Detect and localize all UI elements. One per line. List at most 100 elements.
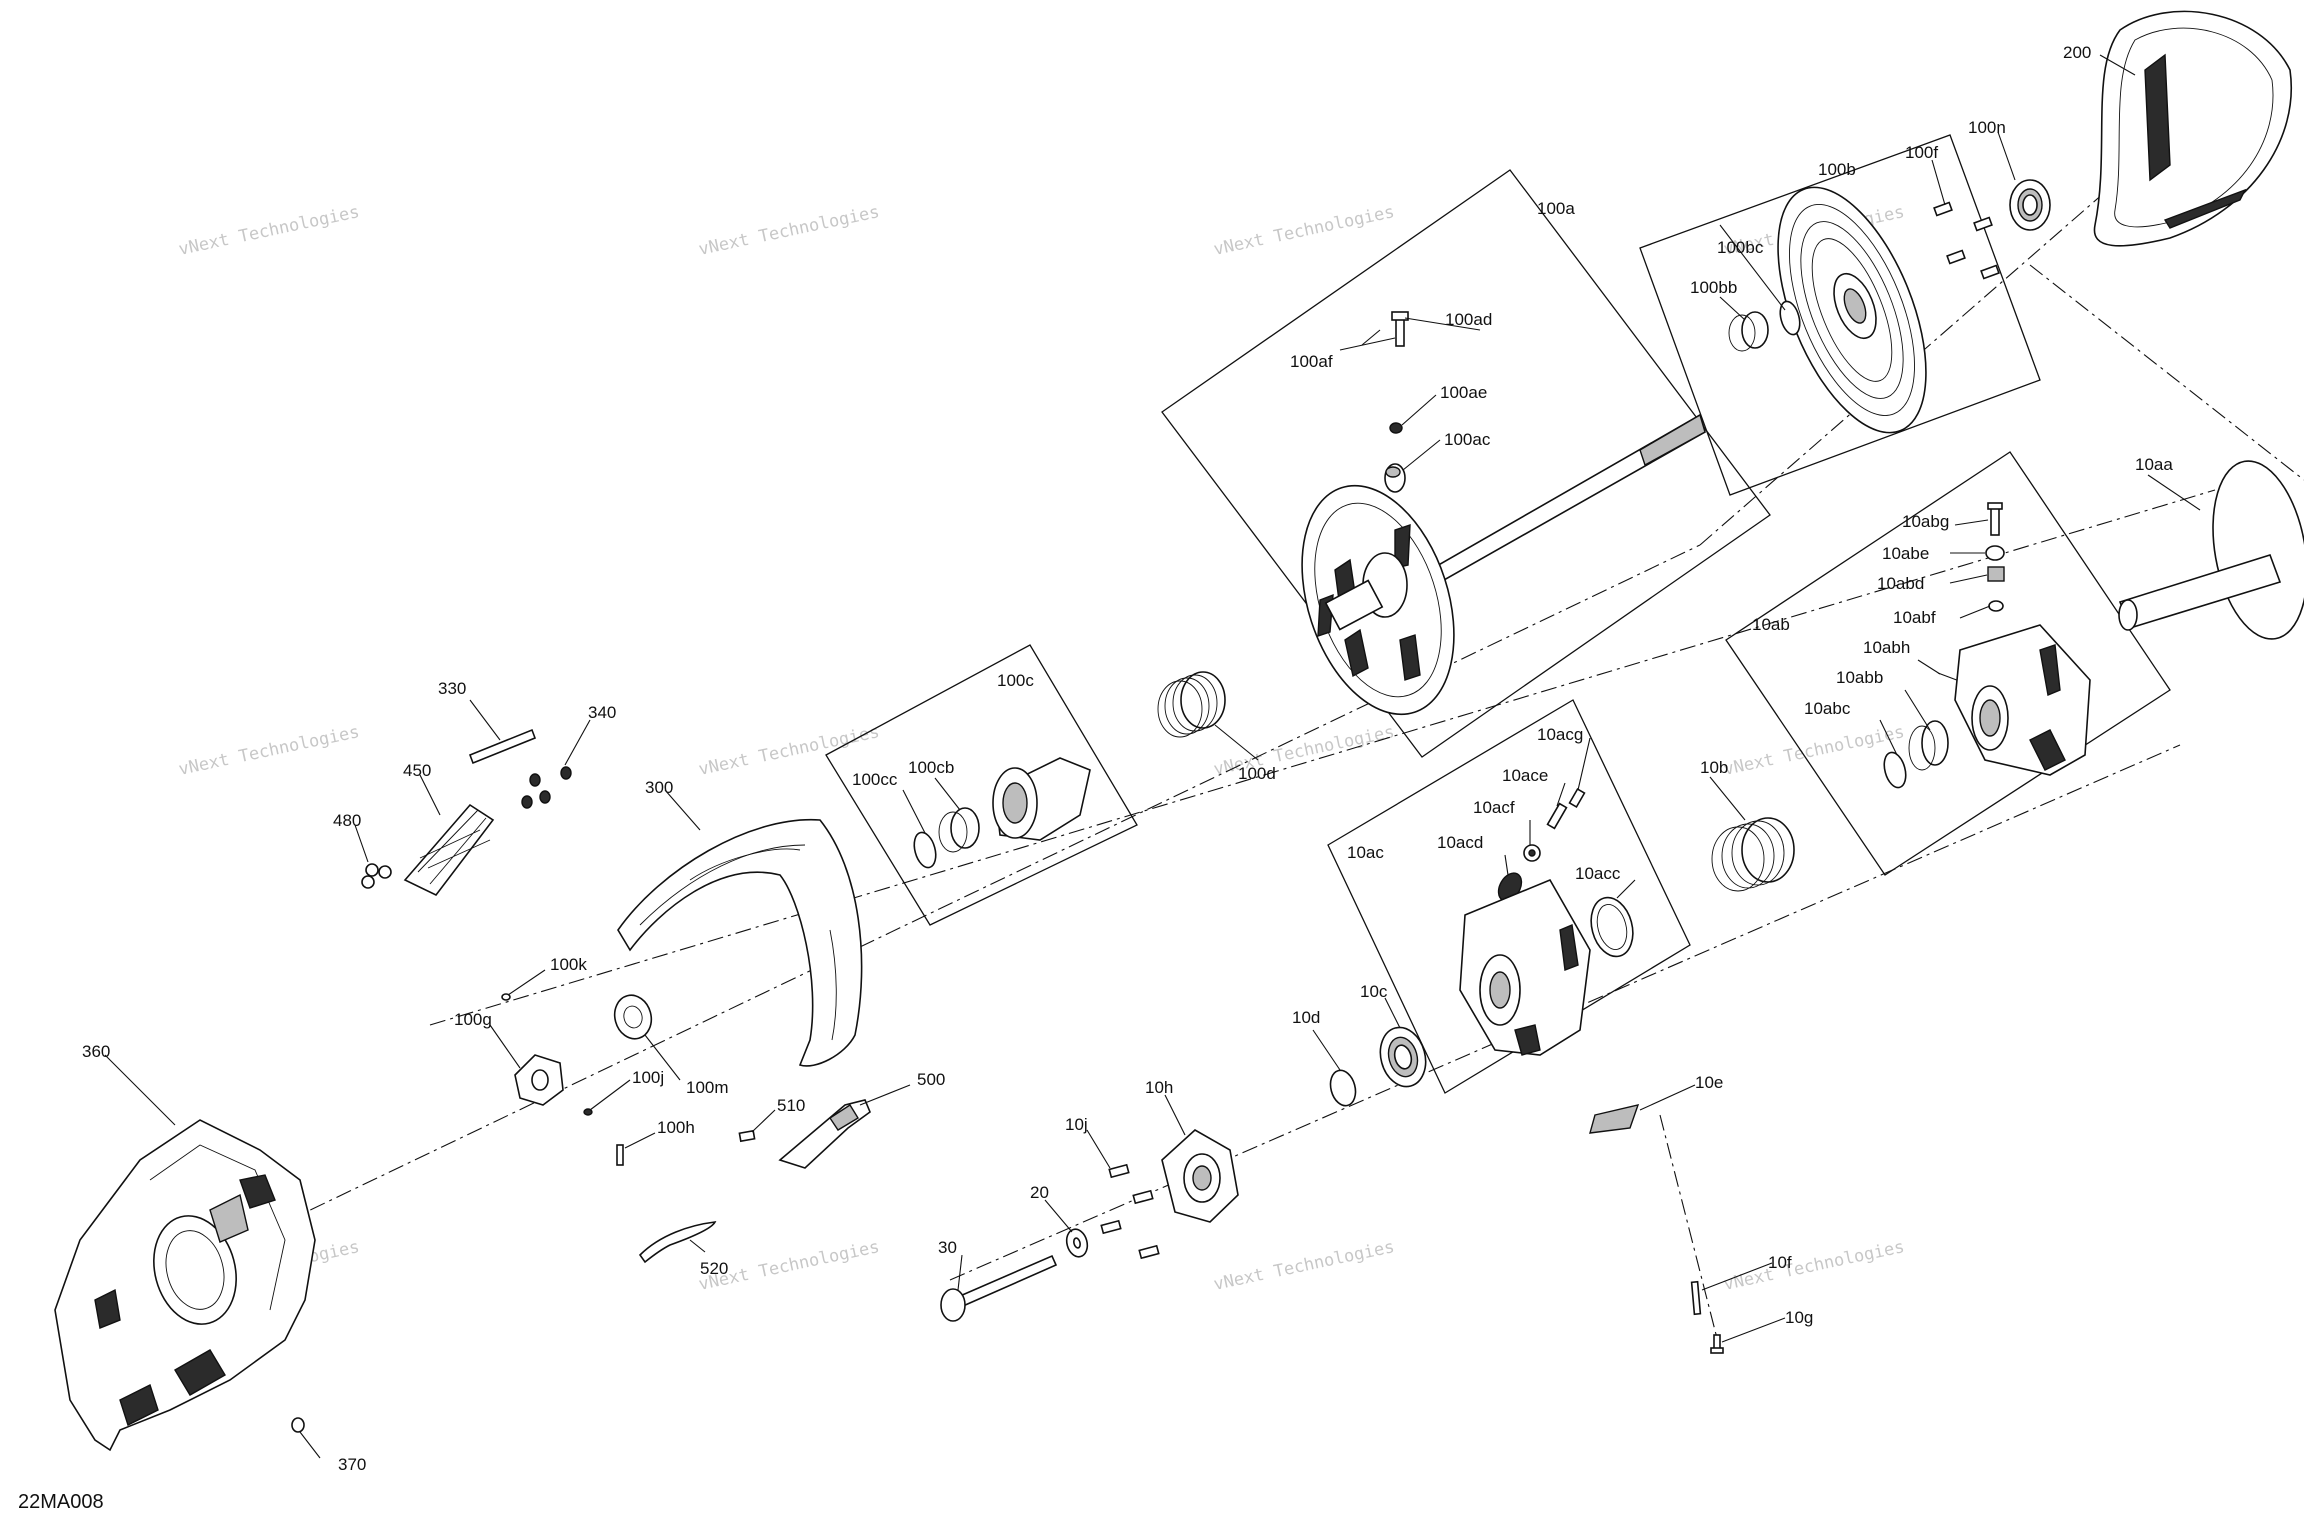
bushing-100cb xyxy=(938,807,980,853)
box-100b xyxy=(1639,134,2041,496)
callout-480: 480 xyxy=(333,811,361,830)
callout-100cb: 100cb xyxy=(908,758,954,777)
watermark-text: vNext Technologies xyxy=(1722,1237,1906,1295)
screws-10j xyxy=(1100,1163,1160,1260)
watermark-text: vNext Technologies xyxy=(1212,202,1396,260)
callout-10aa: 10aa xyxy=(2135,455,2173,474)
drive-belt xyxy=(2093,10,2292,247)
pin-10f xyxy=(1690,1280,1702,1316)
driven-pulley-100a xyxy=(1301,484,1455,716)
washer-100j xyxy=(583,1108,593,1116)
callout-10f: 10f xyxy=(1768,1253,1792,1272)
callout-100ad: 100ad xyxy=(1445,310,1492,329)
retainer-100g xyxy=(514,1054,564,1106)
clip-370 xyxy=(291,1417,305,1433)
slider-10e xyxy=(1589,1104,1640,1134)
callout-10acf: 10acf xyxy=(1473,798,1515,817)
callout-100j: 100j xyxy=(632,1068,664,1087)
callout-100g: 100g xyxy=(454,1010,492,1029)
roller-100ac xyxy=(1384,463,1406,493)
bolt-10abg xyxy=(1987,502,2003,536)
callout-10acc: 10acc xyxy=(1575,864,1621,883)
block-10abd xyxy=(1987,566,2005,582)
bearing-10c xyxy=(1379,1026,1427,1088)
callout-510: 510 xyxy=(777,1096,805,1115)
watermark-text: vNext Technologies xyxy=(697,202,881,260)
cam-100c xyxy=(992,757,1091,841)
pin-100af xyxy=(1339,337,1396,351)
callout-100d: 100d xyxy=(1238,764,1276,783)
callout-100f: 100f xyxy=(1905,143,1938,162)
sheave-10ac xyxy=(1459,878,1591,1056)
callout-450: 450 xyxy=(403,761,431,780)
callout-30: 30 xyxy=(938,1238,957,1257)
callout-100cc: 100cc xyxy=(852,770,898,789)
callout-10abh: 10abh xyxy=(1863,638,1910,657)
bushing-10abb xyxy=(1908,720,1949,771)
clip-520 xyxy=(638,1221,717,1264)
callout-370: 370 xyxy=(338,1455,366,1474)
callout-10abg: 10abg xyxy=(1902,512,1949,531)
callout-10h: 10h xyxy=(1145,1078,1173,1097)
callout-100a: 100a xyxy=(1537,199,1575,218)
bracket-330 xyxy=(468,728,537,765)
callout-10ace: 10ace xyxy=(1502,766,1548,785)
leader-lines xyxy=(104,54,2201,1459)
figure-id: 22MA008 xyxy=(18,1491,104,1513)
bearing-100n xyxy=(2009,179,2051,231)
housing-360 xyxy=(54,1119,316,1452)
ring-10d xyxy=(1329,1069,1357,1107)
bracket-500 xyxy=(778,1099,871,1169)
spring-pin-10ace xyxy=(1546,802,1568,830)
bolt-30 xyxy=(940,1254,1058,1322)
screws-480 xyxy=(361,863,392,889)
pin-100k xyxy=(501,993,511,1001)
screws-100f xyxy=(1933,201,2000,280)
callout-10e: 10e xyxy=(1695,1073,1723,1092)
callout-10abb: 10abb xyxy=(1836,668,1883,687)
box-10ab xyxy=(1725,451,2171,876)
callout-10c: 10c xyxy=(1360,982,1388,1001)
callout-300: 300 xyxy=(645,778,673,797)
callout-10abc: 10abc xyxy=(1804,699,1851,718)
callout-10acg: 10acg xyxy=(1537,725,1583,744)
fixed-half-10aa xyxy=(2118,460,2304,640)
callout-100af: 100af xyxy=(1290,352,1333,371)
watermark-layer: vNext Technologies vNext Technologies vN… xyxy=(177,202,1906,1295)
callout-340: 340 xyxy=(588,703,616,722)
spider-10ab xyxy=(1954,624,2091,776)
callout-10g: 10g xyxy=(1785,1308,1813,1327)
callout-100b: 100b xyxy=(1818,160,1856,179)
callout-10abe: 10abe xyxy=(1882,544,1929,563)
screw-510 xyxy=(738,1129,756,1143)
watermark-text: vNext Technologies xyxy=(177,722,361,780)
box-10ac xyxy=(1327,699,1691,1094)
fixed-sheave-100b xyxy=(1777,186,1927,434)
callout-10b: 10b xyxy=(1700,758,1728,777)
callout-10ac: 10ac xyxy=(1347,843,1384,862)
washer-10abf xyxy=(1988,600,2004,612)
callout-100n: 100n xyxy=(1968,118,2006,137)
box-100c xyxy=(825,644,1138,926)
callout-100k: 100k xyxy=(550,955,587,974)
callout-10ab: 10ab xyxy=(1752,615,1790,634)
callout-100m: 100m xyxy=(686,1078,729,1097)
callout-10abf: 10abf xyxy=(1893,608,1936,627)
callout-500: 500 xyxy=(917,1070,945,1089)
callout-10abd: 10abd xyxy=(1877,574,1924,593)
callout-10j: 10j xyxy=(1065,1115,1088,1134)
callout-20: 20 xyxy=(1030,1183,1049,1202)
callout-520: 520 xyxy=(700,1259,728,1278)
callout-labels: 200 100n 100f 100b 100bc 100bb 100a 100a… xyxy=(82,43,2173,1474)
screw-10acg xyxy=(1568,787,1586,809)
watermark-text: vNext Technologies xyxy=(177,202,361,260)
ring-100cc xyxy=(913,831,937,869)
callout-100bc: 100bc xyxy=(1717,238,1764,257)
callout-100ac: 100ac xyxy=(1444,430,1491,449)
callout-100c: 100c xyxy=(997,671,1034,690)
washer-10acf xyxy=(1523,844,1541,862)
screw-100h xyxy=(616,1144,624,1166)
washer-100m xyxy=(613,994,653,1040)
bushing-100bb xyxy=(1728,311,1769,352)
